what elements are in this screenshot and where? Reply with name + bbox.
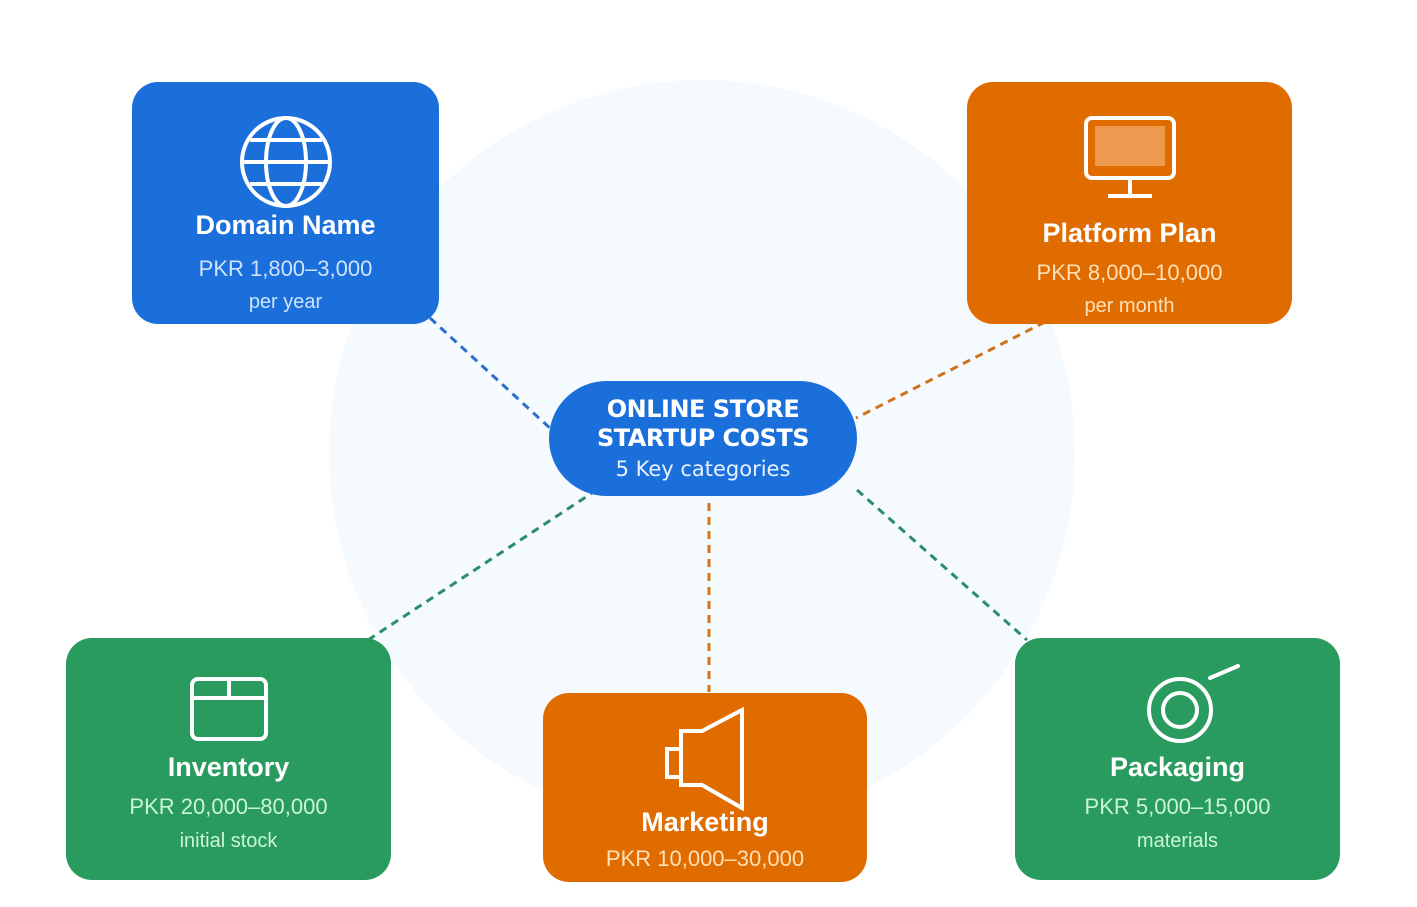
card-price: PKR 1,800–3,000 bbox=[198, 256, 373, 281]
card-price: PKR 20,000–80,000 bbox=[129, 794, 328, 819]
card-price: PKR 10,000–30,000 bbox=[605, 846, 805, 871]
card-title: Packaging bbox=[1109, 752, 1246, 782]
connector-domain bbox=[428, 316, 554, 432]
card-note: materials bbox=[1136, 830, 1219, 852]
tape-roll-icon bbox=[1146, 664, 1246, 749]
megaphone-icon bbox=[664, 706, 746, 816]
card-price: PKR 5,000–15,000 bbox=[1084, 794, 1271, 819]
card-platform-plan: Platform Plan PKR 8,000–10,000 per month bbox=[967, 82, 1292, 324]
connector-inventory bbox=[367, 491, 593, 642]
card-title: Marketing bbox=[641, 807, 769, 837]
card-domain-name: Domain Name PKR 1,800–3,000 per year bbox=[132, 82, 439, 324]
card-packaging: Packaging PKR 5,000–15,000 materials bbox=[1015, 638, 1340, 880]
monitor-icon bbox=[1082, 114, 1178, 207]
card-title: Platform Plan bbox=[1042, 218, 1217, 248]
box-icon bbox=[189, 676, 269, 747]
globe-icon bbox=[238, 114, 334, 215]
card-title: Domain Name bbox=[195, 210, 376, 240]
card-price: PKR 8,000–10,000 bbox=[1036, 260, 1223, 285]
card-note: initial stock bbox=[179, 830, 278, 852]
hub-title-line1: ONLINE STORE bbox=[606, 395, 800, 423]
card-note: per month bbox=[1084, 295, 1175, 317]
hub-subtitle: 5 Key categories bbox=[615, 457, 791, 481]
connector-platform bbox=[855, 320, 1046, 420]
card-title: Inventory bbox=[167, 752, 290, 782]
connector-packaging bbox=[856, 488, 1028, 642]
central-hub: ONLINE STORE STARTUP COSTS 5 Key categor… bbox=[549, 381, 857, 496]
card-note: per year bbox=[248, 291, 323, 313]
hub-title-line2: STARTUP COSTS bbox=[596, 424, 810, 452]
card-inventory: Inventory PKR 20,000–80,000 initial stoc… bbox=[66, 638, 391, 880]
card-marketing: Marketing PKR 10,000–30,000 bbox=[543, 693, 867, 882]
